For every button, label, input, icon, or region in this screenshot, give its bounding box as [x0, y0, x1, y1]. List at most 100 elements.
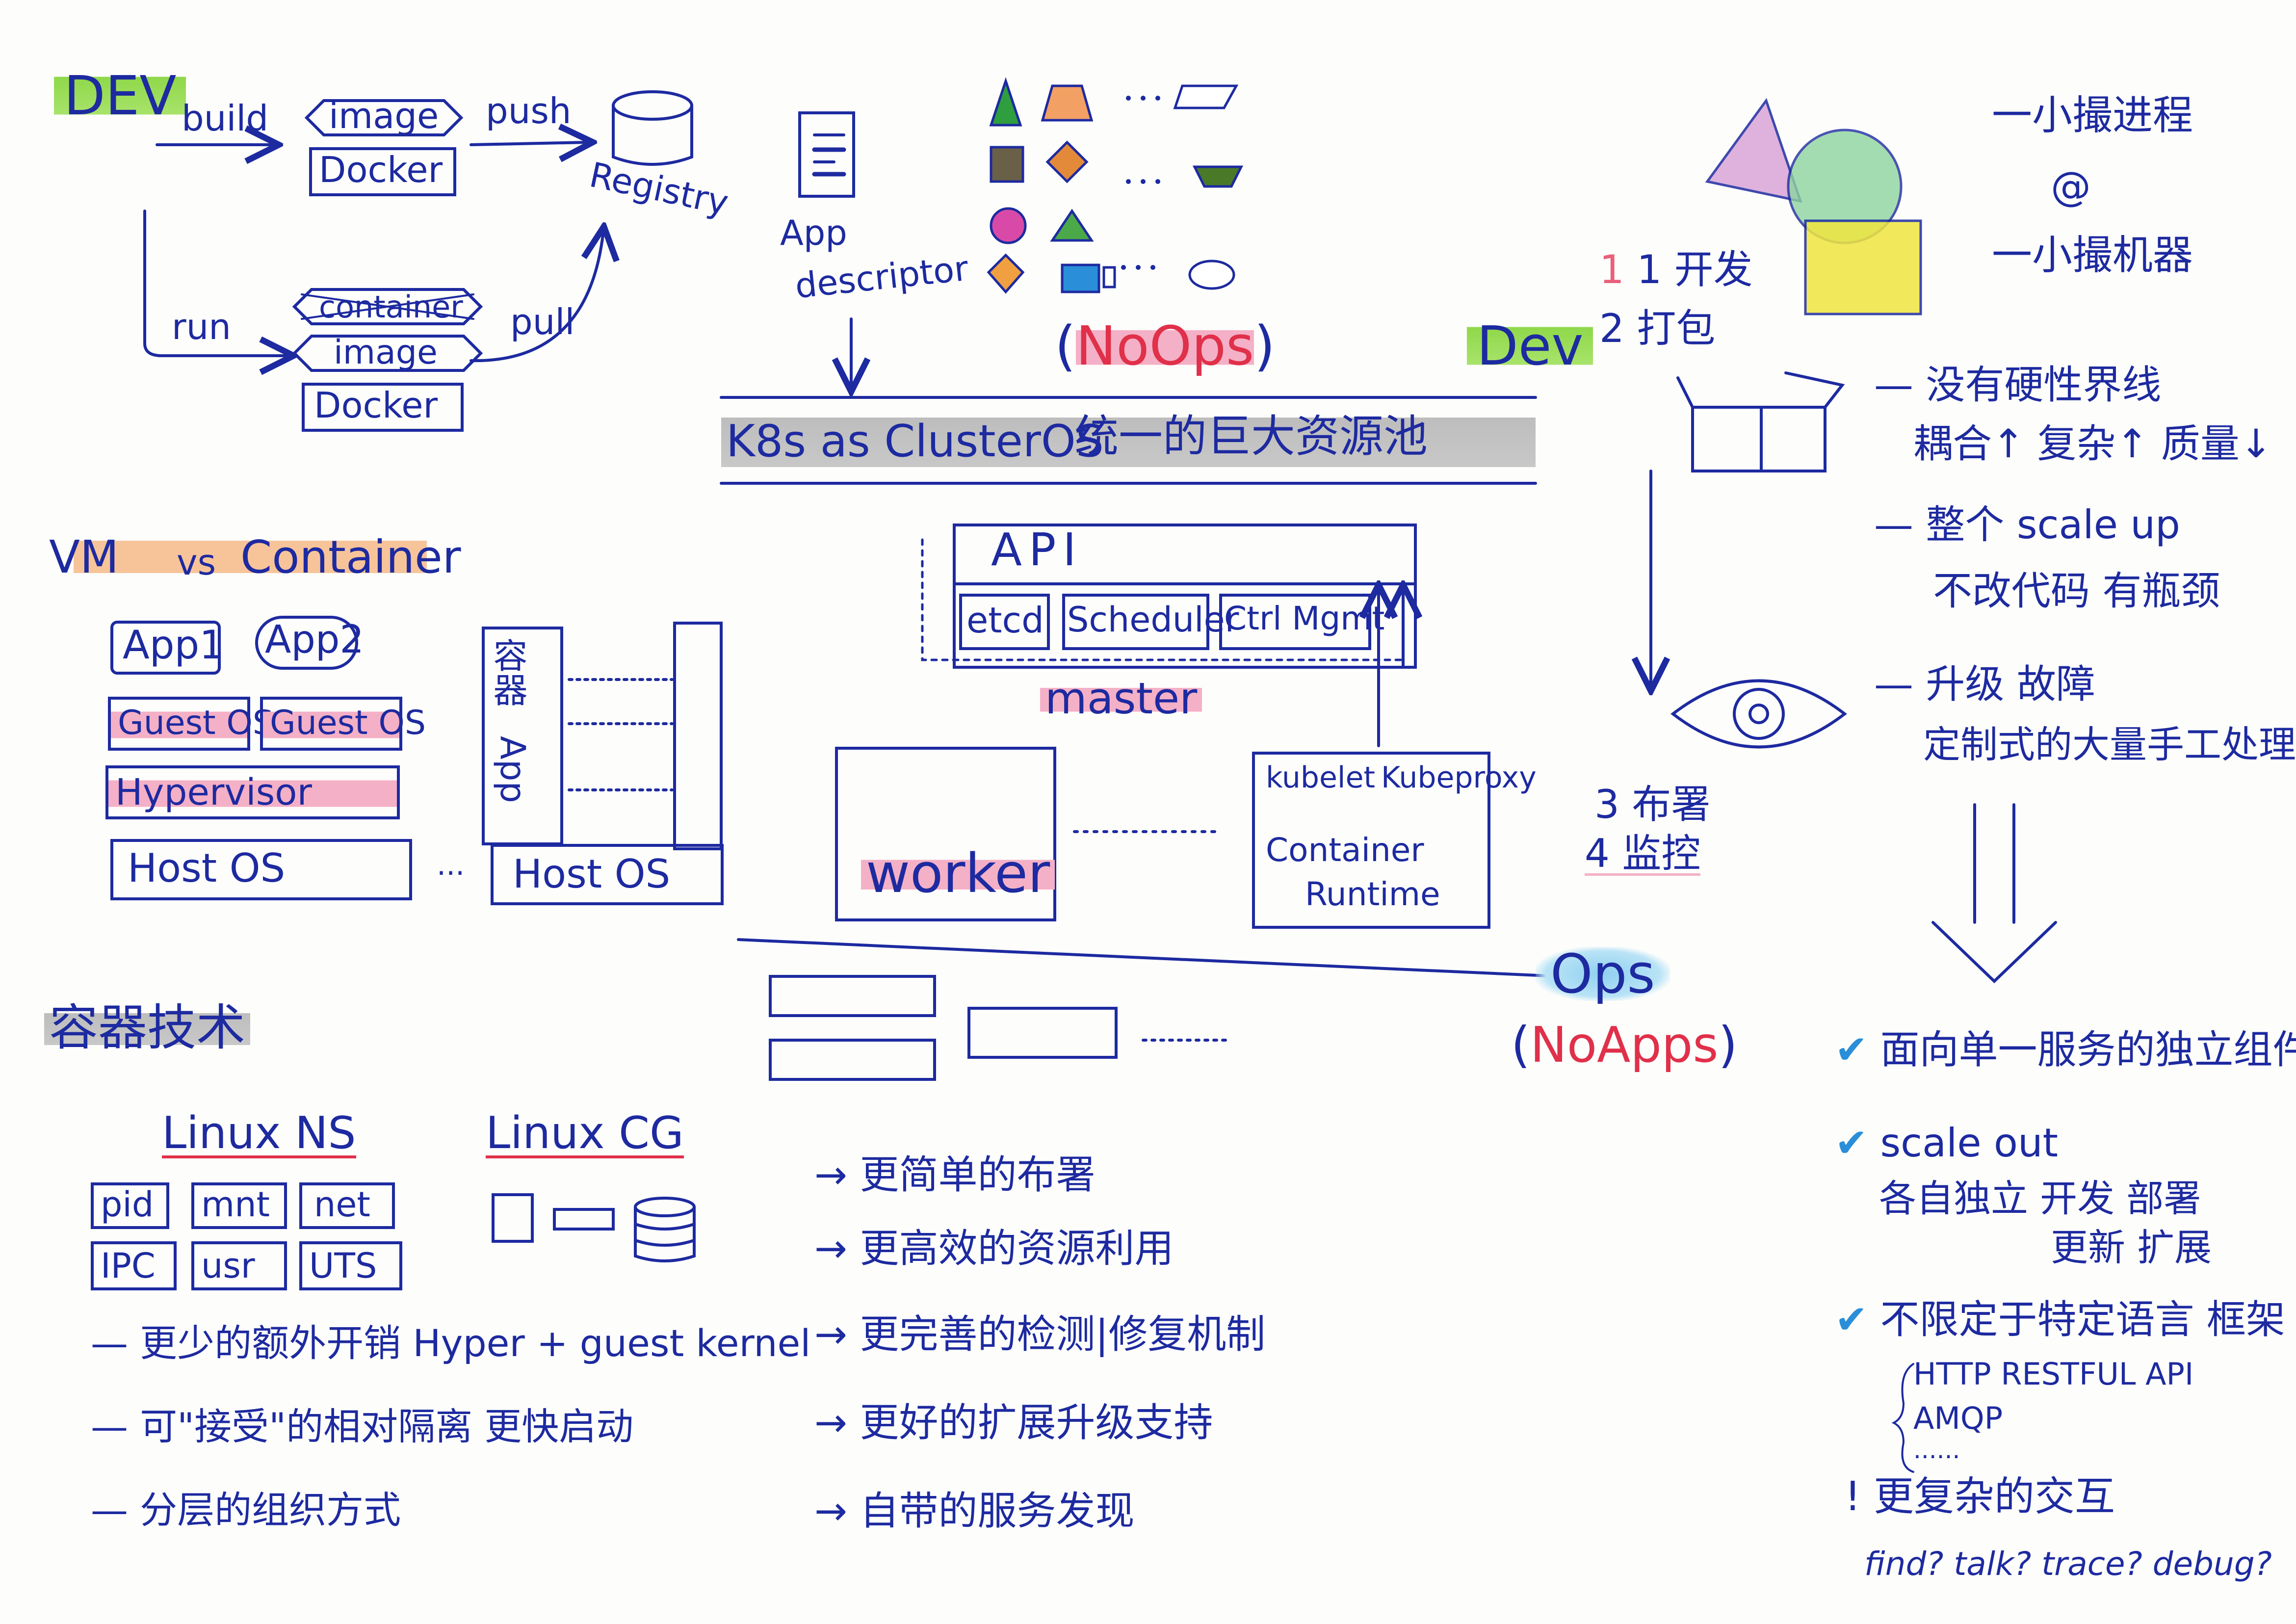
push-label: push [486, 90, 572, 131]
image-diamond [304, 99, 464, 136]
guest-os-1-box [108, 697, 250, 751]
problem-2a: — 整个 scale up [1874, 502, 2180, 548]
protocol-amqp: AMQP [1913, 1400, 2003, 1436]
guest-os-2-box [260, 697, 402, 751]
linux-cg-label: Linux CG [486, 1107, 684, 1159]
tech-point-1: — 更少的额外开销 Hyper + guest kernel [91, 1321, 811, 1365]
ns-pid-label: pid [101, 1184, 154, 1225]
problem-1a: — 没有硬性界线 [1874, 362, 2162, 408]
noapps-text: NoApps [1530, 1016, 1719, 1074]
ns-net-label: net [314, 1184, 370, 1225]
right-at: @ [2051, 163, 2091, 210]
check-2-text: scale out [1880, 1120, 2059, 1166]
check-2: ✔ scale out [1835, 1120, 2059, 1166]
build-label: build [182, 98, 269, 139]
noops-text: NoOps [1075, 314, 1254, 377]
interaction-questions: find? talk? trace? debug? [1864, 1545, 2272, 1583]
problem-3b: 定制式的大量手工处理 [1923, 723, 2296, 766]
check-2c: 更新 扩展 [2051, 1226, 2212, 1269]
scheduler-label: Scheduler [1067, 600, 1239, 640]
ns-ipc-box [91, 1241, 177, 1290]
run-label: run [172, 306, 231, 347]
app2-label: App2 [265, 618, 365, 662]
app2-box [255, 616, 358, 670]
master-label: master [1040, 677, 1202, 720]
protocol-more: ...... [1913, 1436, 1960, 1464]
kubeproxy-label: Kubeproxy [1381, 760, 1537, 795]
step-1: 1 1 开发 [1599, 247, 1753, 292]
ns-pid-box [91, 1182, 169, 1229]
app-vertical-label: App [493, 736, 533, 803]
push-arrow [470, 142, 589, 145]
protocol-http: HTTP RESTFUL API [1913, 1356, 2194, 1392]
hypervisor-label: Hypervisor [115, 771, 312, 813]
benefit-2: → 更高效的资源利用 [814, 1226, 1174, 1271]
tech-point-2: — 可"接受"的相对隔离 更快启动 [91, 1405, 634, 1448]
ns-uts-box [299, 1241, 402, 1290]
benefit-3: → 更完善的检测|修复机制 [814, 1311, 1266, 1357]
right-line1: 一小撮进程 [1992, 92, 2193, 139]
container-runtime-label2: Runtime [1305, 875, 1440, 913]
package-icon [1676, 371, 1845, 472]
container-label: container [319, 289, 463, 325]
noapps-label: (NoApps) [1511, 1016, 1738, 1074]
container-tech-title: 容器技术 [44, 1003, 250, 1052]
host-os-2-box [491, 844, 724, 905]
check-3-text: 不限定于特定语言 框架 [1880, 1297, 2285, 1342]
dev-label-right: Dev [1467, 319, 1593, 373]
run-arrow [143, 210, 289, 356]
container-vertical-label: 容器 [488, 638, 528, 707]
warn-interaction: ! 更复杂的交互 [1845, 1473, 2115, 1520]
ns-usr-label: usr [201, 1246, 255, 1286]
check-2b: 各自独立 开发 部署 [1879, 1177, 2201, 1220]
scheduler-box [1062, 594, 1209, 650]
ns-uts-label: UTS [309, 1246, 377, 1286]
ns-mnt-box [191, 1182, 287, 1229]
guest-os-1-label: Guest OS [118, 704, 274, 742]
check-3: ✔ 不限定于特定语言 框架 [1835, 1297, 2285, 1342]
benefit-1: → 更简单的布署 [814, 1152, 1096, 1198]
step-2-text: 2 打包 [1599, 306, 1716, 351]
tech-point-3: — 分层的组织方式 [91, 1488, 401, 1532]
step-2: 2 打包 [1599, 309, 1715, 348]
eye-icon [1670, 679, 1847, 749]
app1-label: App1 [123, 622, 225, 668]
ns-mnt-label: mnt [201, 1184, 270, 1225]
problem-2b: 不改代码 有瓶颈 [1933, 568, 2220, 614]
benefit-4: → 更好的扩展升级支持 [814, 1400, 1213, 1445]
ns-net-box [299, 1182, 395, 1229]
vm-title-container: Container [240, 531, 461, 583]
noops-label: (NoOps) [1055, 314, 1276, 377]
ns-usr-box [191, 1241, 287, 1290]
ns-ipc-label: IPC [101, 1246, 156, 1286]
docker2-label: Docker [314, 385, 438, 426]
linux-ns-label: Linux NS [162, 1107, 356, 1159]
dev-label: DEV [54, 69, 186, 123]
benefit-5: → 自带的服务发现 [814, 1488, 1135, 1534]
problem-1b: 耦合↑ 复杂↑ 质量↓ [1913, 421, 2272, 467]
api-label: API [991, 524, 1083, 576]
guest-os-2-label: Guest OS [270, 704, 426, 742]
etcd-label: etcd [966, 600, 1044, 641]
host-os-1-box [110, 839, 412, 900]
problem-3a: — 升级 故障 [1874, 661, 2095, 707]
docker-label: Docker [319, 149, 443, 190]
etcd-box [959, 594, 1050, 650]
container-runtime-label1: Container [1266, 831, 1424, 869]
docker-box [309, 147, 456, 196]
image-label: image [329, 95, 439, 136]
app-descriptor-line1: App [780, 213, 847, 253]
step-1-text: 1 开发 [1637, 247, 1753, 292]
host-os-2-label: Host OS [513, 851, 671, 897]
image2-label: image [334, 333, 438, 372]
cluster-os-band [721, 402, 1536, 478]
step-3: 3 布署 [1594, 782, 1711, 827]
worker-label: worker [861, 846, 1055, 900]
resource-pool-label: 统一的巨大资源池 [1074, 411, 1428, 462]
check-1: ✔ 面向单一服务的独立组件 [1835, 1030, 2296, 1070]
step-4: 4 监控 [1585, 831, 1701, 876]
ctrl-mgmt-box [1219, 594, 1371, 650]
ctrl-mgmt-label: Ctrl Mgmt [1224, 600, 1385, 637]
check-1-text: 面向单一服务的独立组件 [1880, 1027, 2296, 1073]
